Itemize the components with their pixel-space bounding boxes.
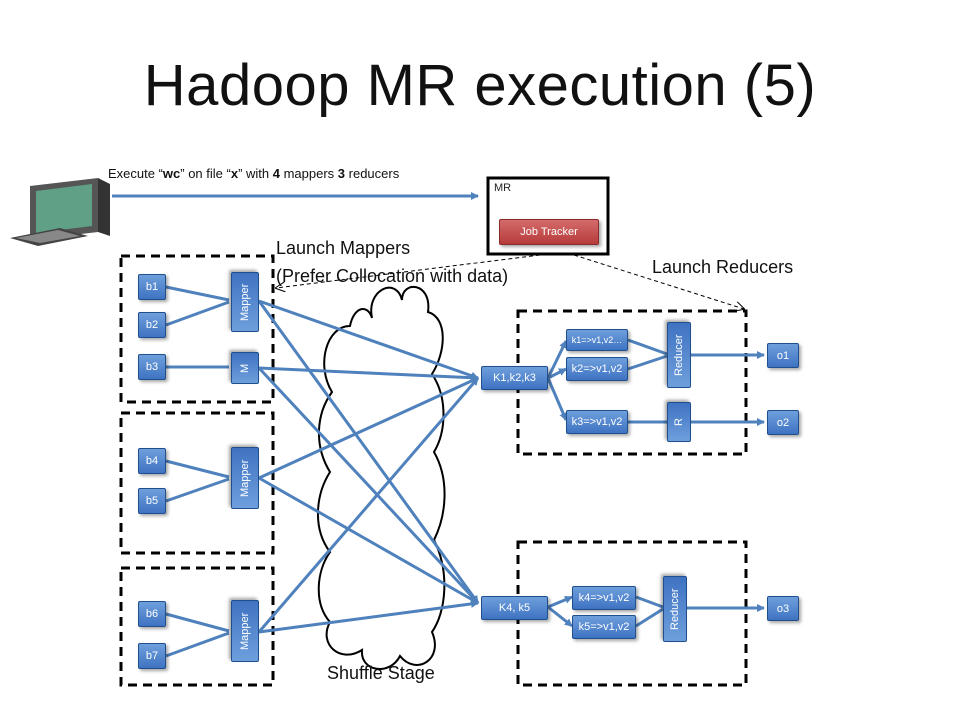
node-group-3 xyxy=(119,566,275,687)
block-b4: b4 xyxy=(138,448,166,474)
group-k4: k4=>v1,v2 xyxy=(572,586,636,610)
line-b6-mapper4 xyxy=(165,612,230,633)
node-group-2 xyxy=(119,411,275,555)
block-b6: b6 xyxy=(138,601,166,627)
line-p1-g3 xyxy=(546,377,568,421)
mapper-1: Mapper xyxy=(231,272,259,332)
line-m3-p1 xyxy=(258,376,479,480)
line-p1-g2 xyxy=(547,367,567,380)
line-b1-mapper1 xyxy=(165,285,230,302)
page-title: Hadoop MR execution (5) xyxy=(143,53,817,118)
output-o2: o2 xyxy=(767,410,799,435)
block-b1: b1 xyxy=(138,274,166,300)
block-b5: b5 xyxy=(138,488,166,514)
group-k3: k3=>v1,v2 xyxy=(566,410,628,434)
line-m2-p1 xyxy=(258,366,479,382)
group-k2: k2=>v1,v2 xyxy=(566,357,628,381)
launch-reducers-arrow xyxy=(573,254,744,309)
line-p2-g4 xyxy=(547,595,573,609)
block-b7: b7 xyxy=(138,643,166,669)
output-o1: o1 xyxy=(767,343,799,368)
reducer-group-2 xyxy=(516,540,748,687)
line-m1-p1 xyxy=(258,299,479,380)
group-k1: k1=>v1,v2… xyxy=(566,329,628,351)
reducer-2: R xyxy=(667,402,691,442)
line-b7-mapper4 xyxy=(165,631,230,658)
line-b2-mapper1 xyxy=(165,300,230,327)
line-g5-r3 xyxy=(635,607,664,628)
line-m2-p2 xyxy=(257,366,480,605)
line-b4-mapper3 xyxy=(165,459,230,479)
mapper-4: Mapper xyxy=(231,600,259,662)
partition-k4-k5: K4, k5 xyxy=(481,596,548,620)
line-p2-g5 xyxy=(547,605,573,628)
shuffle-stage-label: Shuffle Stage xyxy=(327,663,435,683)
output-o3: o3 xyxy=(767,596,799,621)
mapper-3: Mapper xyxy=(231,447,259,509)
connectors xyxy=(165,285,765,658)
line-b5-mapper3 xyxy=(165,477,230,503)
launch-mappers-arrow xyxy=(276,254,541,288)
group-k5: k5=>v1,v2 xyxy=(572,615,636,639)
launch-mappers-label: Launch Mappers (Prefer Collocation with … xyxy=(276,238,509,286)
line-m4-p1 xyxy=(257,377,480,633)
launch-reducers-label: Launch Reducers xyxy=(652,257,794,277)
computer-icon xyxy=(10,178,110,246)
line-p1-g1 xyxy=(546,340,568,379)
line-m1-p2 xyxy=(257,300,480,604)
execute-command-label: Execute “wc” on file “x” with 4 mappers … xyxy=(108,166,400,181)
reducer-1: Reducer xyxy=(667,322,691,388)
node-group-1 xyxy=(119,254,275,404)
mapper-2: M xyxy=(231,352,259,384)
line-g4-r3 xyxy=(635,595,664,609)
reducer-group-1 xyxy=(516,309,748,456)
reducer-3: Reducer xyxy=(663,576,687,642)
line-m4-p2 xyxy=(258,599,479,634)
shuffle-cloud xyxy=(317,285,446,670)
mr-cluster-label: MR xyxy=(494,182,512,194)
partition-k1-k2-k3: K1,k2,k3 xyxy=(481,366,548,390)
line-g1-r1 xyxy=(627,338,668,356)
block-b2: b2 xyxy=(138,312,166,338)
job-tracker: Job Tracker xyxy=(499,219,599,245)
line-g2-r1 xyxy=(627,354,668,371)
block-b3: b3 xyxy=(138,354,166,380)
line-m3-p2 xyxy=(258,476,479,605)
